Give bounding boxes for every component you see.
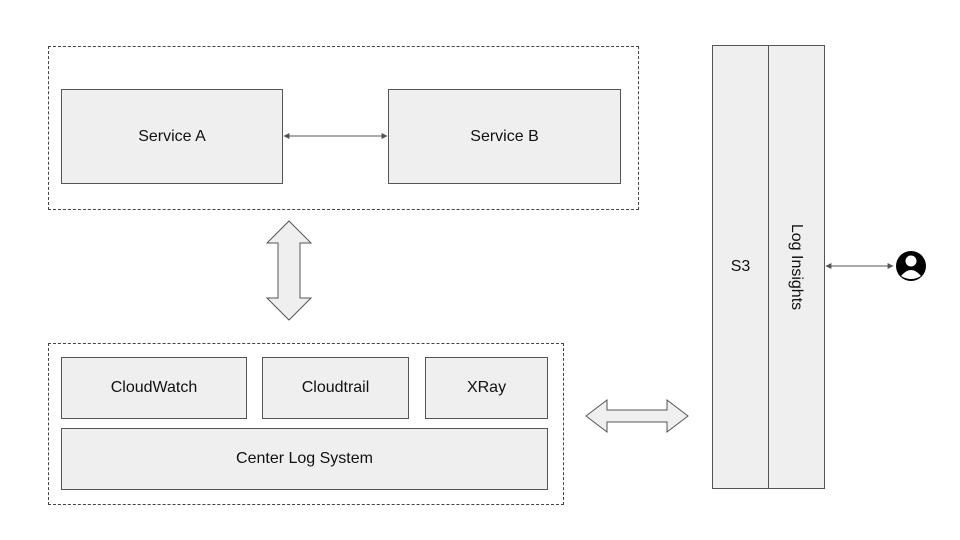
xray-label: XRay [466,379,507,396]
cloudtrail-label: Cloudtrail [301,379,370,396]
logging-group [48,343,564,505]
log-insights-label: Log Insights [788,223,806,311]
center-log-system-box: Center Log System [61,428,548,490]
service-a-label: Service A [138,127,206,145]
service-b-label: Service B [470,127,539,145]
s3-label: S3 [730,258,751,275]
log-insights-box: Log Insights [768,45,825,489]
xray-box: XRay [425,357,548,419]
service-a-box: Service A [61,89,283,184]
cloudwatch-label: CloudWatch [110,379,198,396]
cloudtrail-box: Cloudtrail [262,357,409,419]
user-icon [896,251,926,281]
horizontal-double-arrow [585,398,689,434]
cloudwatch-box: CloudWatch [61,357,247,419]
services-group [48,46,639,210]
center-log-system-label: Center Log System [236,450,373,467]
service-b-box: Service B [388,89,621,184]
vertical-double-arrow [265,220,313,321]
s3-box: S3 [712,45,769,489]
